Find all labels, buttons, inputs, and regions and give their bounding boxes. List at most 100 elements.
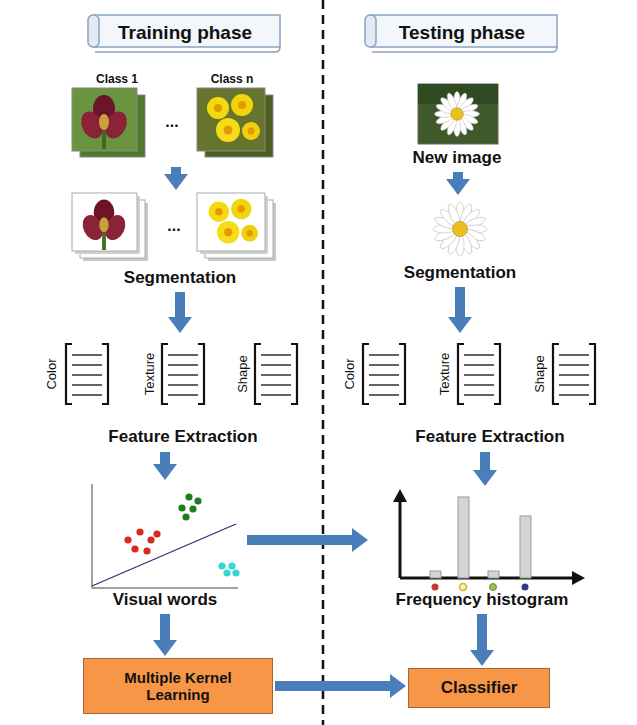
- frequency-histogram-chart: [393, 489, 585, 591]
- feature-label: Color: [45, 358, 60, 389]
- word-dot: [432, 584, 439, 591]
- dot: [218, 562, 225, 569]
- daffodil-flowers: [209, 199, 258, 244]
- axis-head: [572, 571, 585, 585]
- visual-words-stage: Visual words: [80, 482, 245, 612]
- word-dot: [522, 584, 529, 591]
- separator-line: [92, 524, 236, 586]
- feature-extraction-stage: ColorTextureShapeFeature Extraction: [40, 335, 310, 450]
- photo: [418, 84, 498, 144]
- ellipsis: ...: [165, 113, 178, 131]
- feature-vector: [66, 344, 108, 404]
- daffodil-flowers: [207, 94, 260, 142]
- feature-extraction-stage: Color Texture ShapeFeature Extraction: [335, 335, 625, 450]
- flow-arrow: [455, 287, 465, 317]
- dot: [189, 505, 196, 512]
- axis: [399, 500, 402, 578]
- feature-vector: [255, 344, 297, 404]
- dot: [194, 497, 201, 504]
- feature-vector: [162, 344, 204, 404]
- flow-arrow: [247, 535, 352, 545]
- green-cluster: [178, 493, 201, 520]
- axis: [400, 577, 574, 580]
- axis-head: [393, 489, 407, 502]
- new-image: New image: [400, 80, 515, 170]
- new-image-photo: [418, 84, 498, 144]
- photo: [72, 88, 137, 151]
- segmentation-stage: Segmentation: [400, 197, 520, 285]
- feature-label: Texture: [438, 353, 453, 396]
- axis: [92, 484, 93, 588]
- class-n-photos: [197, 88, 273, 157]
- class-label: Class n: [211, 73, 254, 87]
- bar: [488, 571, 499, 578]
- process-box: Multiple Kernel Learning: [83, 658, 273, 714]
- stage-caption: Feature Extraction: [415, 427, 564, 447]
- feature-label: Texture: [143, 353, 158, 396]
- dot: [228, 562, 235, 569]
- segmented-class-n: [197, 193, 276, 261]
- segmentation-stage: ...Segmentation: [60, 192, 300, 290]
- banner-roll: [88, 15, 99, 47]
- card: [72, 193, 137, 251]
- flow-arrow: [171, 167, 181, 174]
- class-label: Class 1: [96, 73, 138, 87]
- phase-banner: Training phase: [85, 12, 285, 54]
- class-1-photos: [72, 88, 145, 157]
- flow-arrow: [175, 292, 185, 317]
- feature-label: Shape: [533, 355, 548, 393]
- feature-label: Color: [343, 358, 358, 389]
- dot: [136, 528, 143, 535]
- stage-caption: Feature Extraction: [108, 427, 257, 447]
- stage-caption: Segmentation: [404, 263, 516, 283]
- dot: [131, 545, 138, 552]
- phase-banner: Testing phase: [362, 12, 562, 54]
- dot: [182, 513, 189, 520]
- dot: [147, 536, 154, 543]
- stage-caption: Visual words: [113, 590, 218, 610]
- card: [197, 193, 265, 251]
- process-box: Classifier: [408, 668, 550, 708]
- phase-title: Testing phase: [399, 22, 525, 44]
- feature-vector: [458, 344, 500, 404]
- dot: [143, 547, 150, 554]
- banner-body: [371, 15, 557, 47]
- dot: [232, 569, 239, 576]
- bar: [430, 571, 441, 578]
- cyan-cluster: [218, 562, 239, 576]
- word-dot: [460, 584, 467, 591]
- stage-caption: New image: [413, 148, 502, 168]
- bar: [458, 497, 469, 578]
- box-label: Classifier: [441, 678, 518, 698]
- dot: [178, 504, 185, 511]
- segmented-class-1: [72, 193, 148, 261]
- dot: [223, 569, 230, 576]
- feature-vector: [363, 344, 405, 404]
- phase-title: Training phase: [118, 22, 252, 44]
- daisy-flower: [435, 92, 480, 137]
- banner-curl: [95, 47, 280, 52]
- dot: [185, 493, 192, 500]
- banner-body: [94, 15, 280, 47]
- flow-arrow: [275, 681, 390, 691]
- flow-arrow: [480, 452, 490, 470]
- banner-roll: [365, 15, 376, 47]
- flow-arrow: [477, 614, 487, 650]
- bar: [520, 516, 531, 578]
- training-images: Class 1... Class n: [60, 72, 285, 165]
- flow-arrow: [453, 172, 463, 179]
- segmented-daisy: [433, 202, 487, 256]
- feature-vector: [553, 344, 595, 404]
- photo: [197, 88, 265, 151]
- stage-caption: Segmentation: [124, 268, 236, 288]
- dot: [153, 530, 160, 537]
- iris-flower: [77, 95, 131, 149]
- box-label: Multiple Kernel Learning: [93, 669, 263, 704]
- phase-divider: [322, 0, 325, 725]
- red-cluster: [124, 528, 160, 554]
- flow-arrow: [160, 614, 170, 640]
- word-dot: [490, 584, 497, 591]
- banner-curl: [372, 47, 557, 52]
- histogram-stage: Frequency histogram: [370, 488, 610, 612]
